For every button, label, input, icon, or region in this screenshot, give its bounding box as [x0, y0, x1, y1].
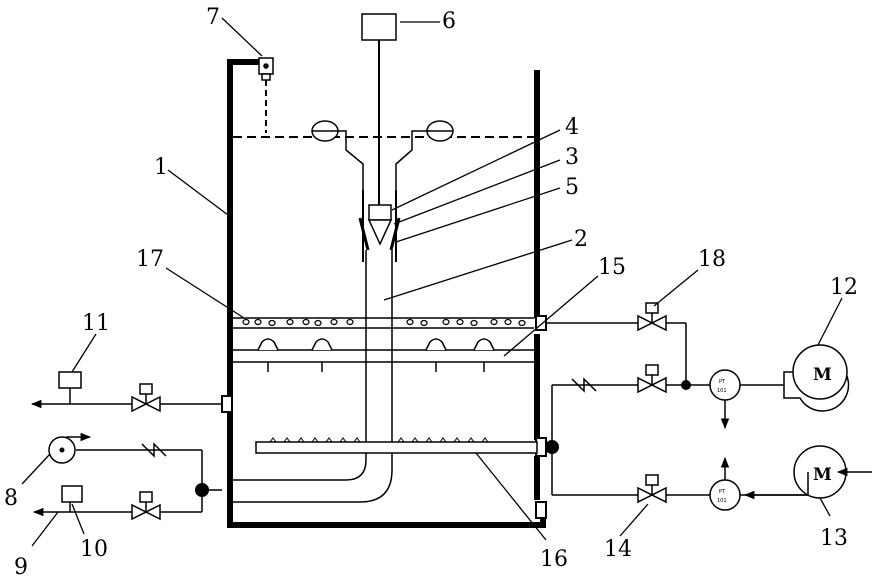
central-column [358, 190, 401, 262]
filter-ball-layer [233, 317, 534, 329]
label-17: 17 [136, 247, 164, 272]
label-9: 9 [14, 555, 28, 580]
label-8: 8 [4, 486, 18, 511]
label-13: 13 [820, 526, 848, 551]
label-11: 11 [82, 311, 110, 336]
label-15: 15 [598, 255, 626, 280]
label-4: 4 [565, 115, 579, 140]
label-2: 2 [574, 227, 588, 252]
pt-upper-tag: PT [719, 379, 726, 385]
level-sensor-icon [258, 57, 274, 81]
label-5: 5 [565, 175, 579, 200]
pump-8-icon [59, 447, 65, 453]
label-12: 12 [830, 275, 858, 300]
pt-lower-tag: PT [719, 489, 726, 495]
pt-lower-number: 101 [717, 498, 727, 504]
left-outlet-line [30, 371, 222, 409]
label-7: 7 [206, 5, 220, 30]
tank-body [221, 59, 547, 528]
label-6: 6 [442, 9, 456, 34]
valve-18-icon [637, 302, 667, 332]
right-air-line [546, 322, 784, 430]
label-3: 3 [565, 145, 579, 170]
junction-dots [195, 380, 691, 497]
float-left-icon [311, 120, 364, 190]
aeration-pipe [255, 437, 538, 454]
blower-motor-icon [783, 344, 850, 412]
pt-upper-number: 101 [717, 388, 727, 394]
label-14: 14 [604, 537, 632, 562]
label-18: 18 [698, 247, 726, 272]
valve-middle-icon [637, 364, 667, 394]
valve-10-icon [131, 491, 161, 521]
top-motor-box [361, 13, 397, 205]
valve-14-icon [637, 474, 667, 504]
central-down-pipe [230, 250, 393, 503]
motor-13-letter: M [813, 465, 832, 485]
pump-motor-icon [793, 445, 872, 499]
label-16: 16 [540, 547, 568, 572]
right-middle-line [546, 377, 808, 496]
pressure-transmitter-lower [709, 479, 741, 511]
valve-11-icon [131, 383, 161, 413]
filter-plate [233, 338, 534, 372]
pressure-transmitter-upper [709, 369, 741, 401]
label-10: 10 [80, 537, 108, 562]
liquid-level-line [233, 80, 534, 138]
leader-lines [21, 17, 843, 547]
float-right-icon [395, 120, 454, 190]
part-labels: 1 2 3 4 5 6 7 8 9 10 11 12 13 14 15 16 1… [4, 5, 858, 580]
label-1: 1 [154, 155, 168, 180]
motor-12-letter: M [813, 365, 832, 385]
